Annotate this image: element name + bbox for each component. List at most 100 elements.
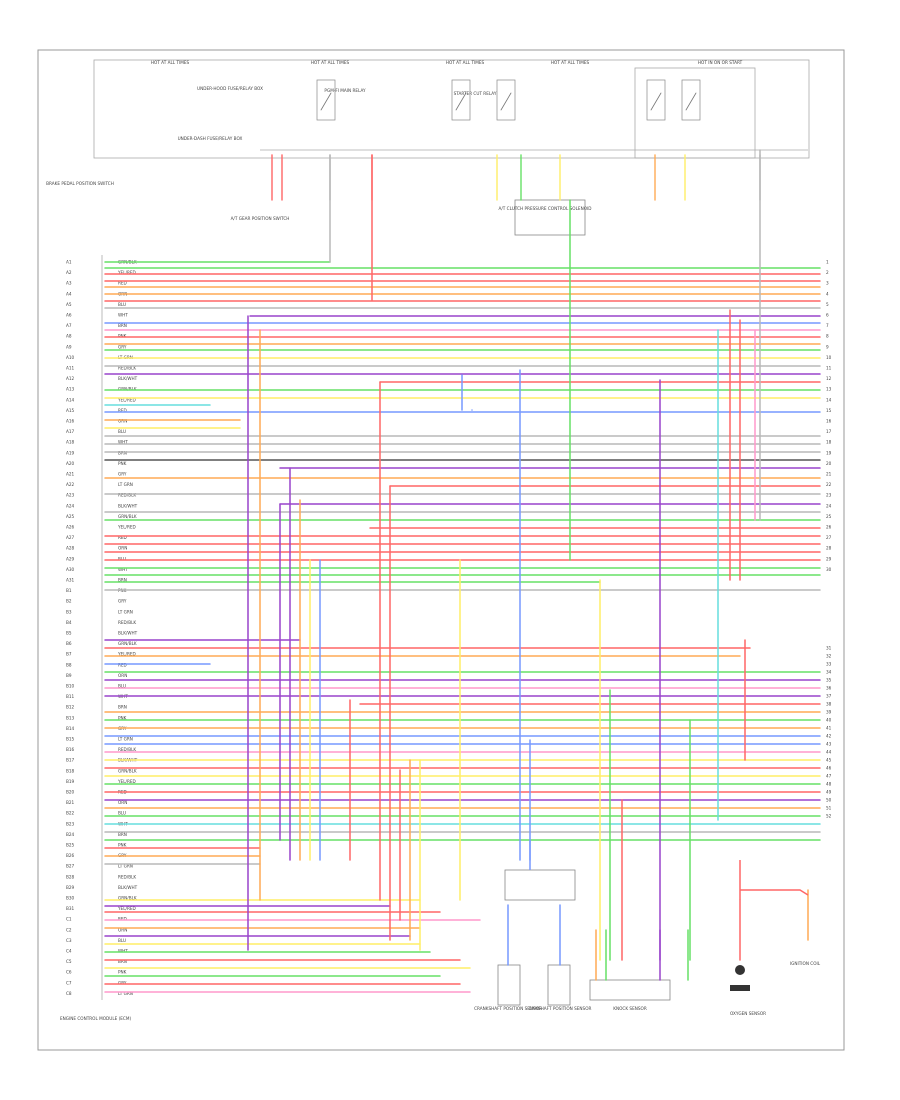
crankshaft-sensor-symbol [497, 964, 521, 1006]
ecm-wire-color-label: ORN [118, 927, 127, 932]
component-label: UNDER-HOOD FUSE/RELAY BOX [197, 86, 263, 91]
ecm-pin-label: B7 [66, 652, 72, 657]
ecm-wire-color-label: RED/BLK [118, 747, 136, 752]
ignition-box-outline [634, 67, 756, 159]
ecm-pin-label: C3 [66, 938, 72, 943]
ecm-wire-color-label: ORN [118, 673, 127, 678]
terminal-number: 17 [826, 429, 832, 434]
ecm-pin-label: A20 [66, 461, 75, 466]
ignition-coil-symbol [504, 869, 576, 901]
terminal-number: 28 [826, 546, 832, 551]
ecm-wire-color-label: BRN [118, 832, 127, 837]
relay-symbol [496, 79, 516, 121]
terminal-number: 40 [826, 718, 832, 723]
ecm-wire-color-label: GRN/BLK [118, 514, 137, 519]
ecm-wire-color-label: WHT [118, 567, 128, 572]
relay-symbol [646, 79, 666, 121]
ecm-wire-color-label: RED [118, 662, 127, 667]
ecm-wire-color-label: RED [118, 281, 127, 286]
ecm-pin-label: A10 [66, 355, 75, 360]
terminal-number: 19 [826, 450, 832, 455]
ecm-pin-label: B9 [66, 673, 72, 678]
ecm-pin-label: C5 [66, 959, 72, 964]
ecm-pin-label: B6 [66, 641, 72, 646]
ecm-pin-label: B5 [66, 631, 72, 636]
terminal-number: 10 [826, 355, 832, 360]
ecm-pin-label: B15 [66, 737, 75, 742]
ecm-wire-color-label: BLU [118, 811, 126, 816]
ecm-wire-color-label: PNK [118, 715, 127, 720]
fuse-box-label: HOT AT ALL TIMES [311, 60, 350, 65]
terminal-number: 9 [826, 344, 829, 349]
component-label: A/T CLUTCH PRESSURE CONTROL SOLENOID [499, 206, 592, 211]
ecm-pin-label: A1 [66, 260, 72, 265]
ecm-pin-label: B21 [66, 800, 75, 805]
terminal-number: 51 [826, 806, 832, 811]
ecm-wire-color-label: PNK [118, 843, 127, 848]
ecm-wire-color-label: GRY [118, 344, 127, 349]
ecm-wire-color-label: YEL/RED [117, 906, 136, 911]
ecm-wire-color-label: GRY [118, 980, 127, 985]
component-label: STARTER CUT RELAY [454, 91, 497, 96]
ecm-pin-label: B17 [66, 758, 75, 763]
terminal-number: 6 [826, 313, 829, 318]
ecm-pin-label: A30 [66, 567, 75, 572]
terminal-number: 38 [826, 702, 832, 707]
fuse-box-label: HOT AT ALL TIMES [551, 60, 590, 65]
relay-contact [320, 92, 332, 111]
ecm-wire-color-label: BRN [118, 578, 127, 583]
terminal-number: 39 [826, 710, 832, 715]
terminal-number: 48 [826, 782, 832, 787]
bottom-component-label: IGNITION COIL [790, 961, 821, 966]
fuse-box-outline [93, 59, 810, 159]
terminal-number: 11 [826, 366, 832, 371]
ecm-pin-label: A29 [66, 556, 75, 561]
terminal-number: 45 [826, 758, 832, 763]
ecm-pin-label: A23 [66, 493, 75, 498]
ecm-pin-label: C2 [66, 927, 72, 932]
ecm-pin-label: B25 [66, 843, 75, 848]
terminal-number: 1 [826, 260, 829, 265]
ground-symbol [735, 965, 745, 975]
terminal-number: 20 [826, 461, 832, 466]
ecm-pin-label: A2 [66, 270, 72, 275]
ecm-pin-label: C7 [66, 980, 72, 985]
ecm-wire-color-label: BLK/WHT [118, 503, 138, 508]
terminal-number: 34 [826, 670, 832, 675]
bottom-component-label: CAMSHAFT POSITION SENSOR [529, 1006, 592, 1011]
ecm-pin-label: B20 [66, 790, 75, 795]
terminal-number: 15 [826, 408, 832, 413]
ecm-wire-color-label: BLK/WHT [118, 376, 138, 381]
ecm-pin-label: C8 [66, 991, 72, 996]
ecm-wire-color-label: GRN/BLK [118, 641, 137, 646]
ecm-pin-label: A3 [66, 281, 72, 286]
ecm-pin-label: B31 [66, 906, 75, 911]
terminal-number: 25 [826, 514, 832, 519]
relay-symbol [681, 79, 701, 121]
relay-symbol [316, 79, 336, 121]
ecm-wire-color-label: LT GRN [118, 482, 133, 487]
bottom-component-label: KNOCK SENSOR [613, 1006, 647, 1011]
ecm-pin-label: B14 [66, 726, 75, 731]
ecm-wire-color-label: PNK [118, 461, 127, 466]
bottom-component-label: OXYGEN SENSOR [730, 1011, 766, 1016]
ecm-wire-color-label: PNK [118, 970, 127, 975]
ecm-pin-label: A11 [66, 366, 75, 371]
ecm-pin-label: A28 [66, 546, 75, 551]
ecm-pin-label: A22 [66, 482, 75, 487]
ecm-wire-color-label: LT GRN [118, 991, 133, 996]
terminal-number: 41 [826, 726, 832, 731]
ecm-wire-color-label: BRN [118, 959, 127, 964]
bottom-component-label: CRANKSHAFT POSITION SENSOR [474, 1006, 542, 1011]
terminal-number: 30 [826, 567, 832, 572]
ecm-pin-label: A12 [66, 376, 75, 381]
ecm-wire-color-label: RED/BLK [118, 493, 136, 498]
ecm-wire-color-label: WHT [118, 313, 128, 318]
ecm-pin-label: A14 [66, 397, 75, 402]
terminal-number: 23 [826, 493, 832, 498]
terminal-number: 8 [826, 334, 829, 339]
terminal-number: 7 [826, 323, 829, 328]
ecm-pin-label: B30 [66, 896, 75, 901]
ecm-pin-label: A9 [66, 344, 72, 349]
